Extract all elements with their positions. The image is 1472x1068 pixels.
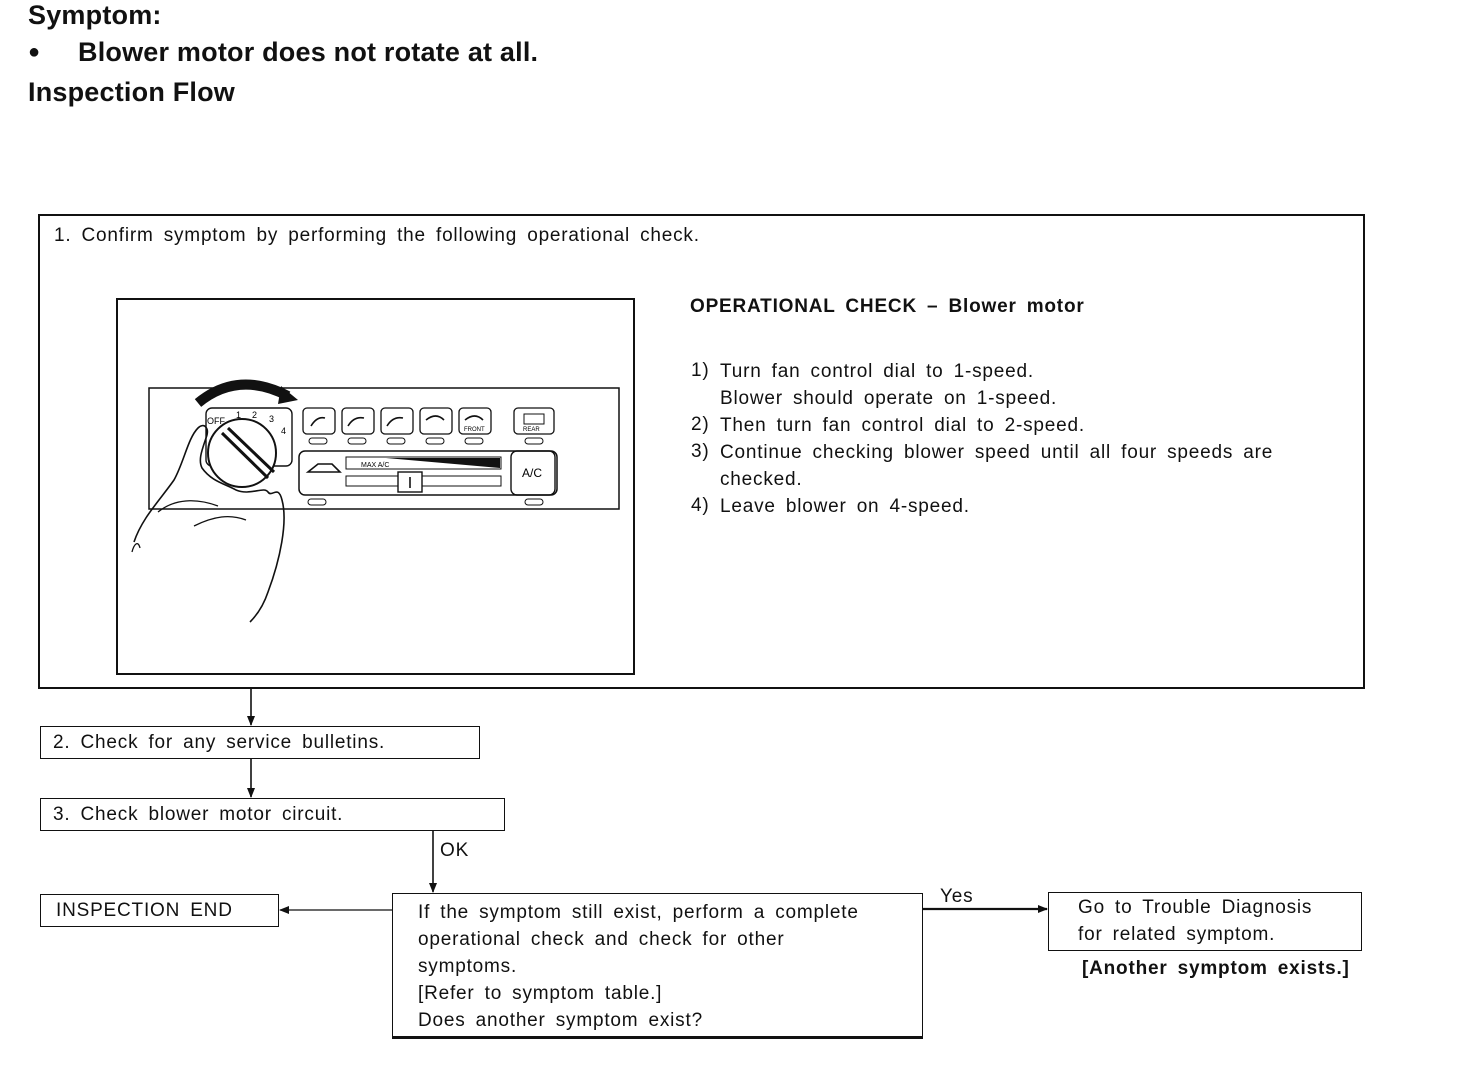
check-step-1-line2: Blower should operate on 1-speed. bbox=[720, 388, 1058, 409]
rear-defrost-label: REAR bbox=[523, 427, 540, 433]
check-step-number-2: 2) bbox=[691, 414, 710, 435]
yes-label: Yes bbox=[940, 886, 974, 907]
check-step-number-1: 1) bbox=[691, 360, 710, 381]
step1-box: 1. Confirm symptom by performing the fol… bbox=[38, 214, 1365, 689]
check-step-2-line1: Then turn fan control dial to 2-speed. bbox=[720, 415, 1085, 436]
max-ac-label: MAX A/C bbox=[361, 462, 389, 469]
trouble-diagnosis-box: Go to Trouble Diagnosis for related symp… bbox=[1048, 892, 1362, 951]
dial-1-label: 1 bbox=[236, 410, 241, 420]
question-line-3: symptoms. bbox=[418, 956, 518, 977]
symptom-description: Blower motor does not rotate at all. bbox=[78, 37, 539, 67]
control-panel-illustration: OFF 1 2 3 4 FRONT REAR bbox=[116, 298, 635, 675]
diagnosis-line-2: for related symptom. bbox=[1078, 924, 1276, 945]
step3-box: 3. Check blower motor circuit. bbox=[40, 798, 505, 831]
check-step-number-3: 3) bbox=[691, 441, 710, 462]
ac-button-label: A/C bbox=[522, 466, 542, 480]
question-line-2: operational check and check for other bbox=[418, 929, 785, 950]
inspection-flow-heading: Inspection Flow bbox=[28, 77, 236, 107]
step3-text: 3. Check blower motor circuit. bbox=[53, 804, 344, 825]
step2-box: 2. Check for any service bulletins. bbox=[40, 726, 480, 759]
step1-text: 1. Confirm symptom by performing the fol… bbox=[54, 225, 700, 246]
front-defrost-label: FRONT bbox=[464, 427, 485, 433]
check-step-3-line2: checked. bbox=[720, 469, 803, 490]
check-step-number-4: 4) bbox=[691, 495, 710, 516]
another-symptom-note: [Another symptom exists.] bbox=[1082, 958, 1350, 979]
question-line-1: If the symptom still exist, perform a co… bbox=[418, 902, 859, 923]
check-step-4-line1: Leave blower on 4-speed. bbox=[720, 496, 970, 517]
ok-label: OK bbox=[440, 840, 470, 861]
check-step-1-line1: Turn fan control dial to 1-speed. bbox=[720, 361, 1034, 382]
dial-2-label: 2 bbox=[252, 410, 257, 420]
check-step-3-line1: Continue checking blower speed until all… bbox=[720, 442, 1274, 463]
inspection-end-text: INSPECTION END bbox=[56, 900, 233, 921]
inspection-end-box: INSPECTION END bbox=[40, 894, 279, 927]
dial-4-label: 4 bbox=[281, 426, 286, 436]
diagnosis-line-1: Go to Trouble Diagnosis bbox=[1078, 897, 1313, 918]
symptom-heading: Symptom: bbox=[28, 0, 162, 30]
dial-off-label: OFF bbox=[207, 416, 225, 426]
question-line-5: Does another symptom exist? bbox=[418, 1010, 703, 1031]
step2-text: 2. Check for any service bulletins. bbox=[53, 732, 386, 753]
dial-3-label: 3 bbox=[269, 414, 274, 424]
symptom-question-box: If the symptom still exist, perform a co… bbox=[392, 893, 923, 1039]
hand-turning-dial-image: OFF 1 2 3 4 FRONT REAR bbox=[131, 379, 620, 623]
question-line-4: [Refer to symptom table.] bbox=[418, 983, 663, 1004]
bullet-icon: ● bbox=[28, 41, 41, 63]
operational-check-title: OPERATIONAL CHECK – Blower motor bbox=[690, 296, 1085, 317]
